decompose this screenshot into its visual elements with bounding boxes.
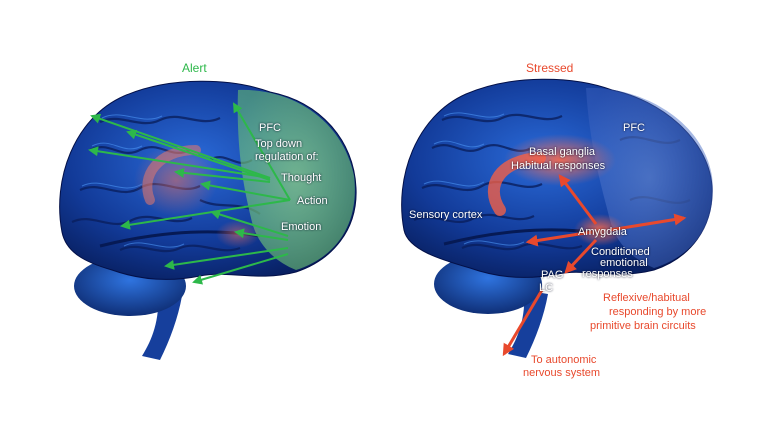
arrow-amygdala-right xyxy=(609,213,687,232)
conditioned-label-3: responses xyxy=(582,268,633,280)
arrow-thought-1 xyxy=(90,113,271,179)
conditioned-label-2: emotional xyxy=(600,257,648,269)
stressed-arrows xyxy=(502,174,687,357)
stressed-title: Stressed xyxy=(526,61,574,75)
autonomic-label-1: To autonomic xyxy=(531,354,597,366)
autonomic-label-2: nervous system xyxy=(523,367,601,379)
arrow-thought-2 xyxy=(88,146,271,179)
brainstem xyxy=(508,290,548,358)
alert-pfc-label: PFC xyxy=(259,122,281,134)
pag-label: PAG xyxy=(541,269,564,281)
lc-label: LC xyxy=(539,282,554,294)
arrow-action-2 xyxy=(120,199,291,230)
stressed-pfc-label: PFC xyxy=(623,122,645,134)
arrow-thought-4 xyxy=(174,167,271,183)
reflexive-label-1: Reflexive/habitual xyxy=(603,292,690,304)
arrow-lc-autonomic xyxy=(502,289,544,357)
basal-ganglia-label: Basal ganglia xyxy=(529,146,596,158)
top-down-label-2: regulation of: xyxy=(255,151,319,163)
arrow-emotion-1 xyxy=(234,228,289,241)
pfc-region-alert xyxy=(237,89,355,270)
arrow-action-3 xyxy=(232,102,291,201)
action-label: Action xyxy=(297,195,328,207)
arrow-emotion-3 xyxy=(192,253,289,285)
alert-title: Alert xyxy=(182,61,207,75)
thought-label: Thought xyxy=(281,172,322,184)
conditioned-label-1: Conditioned xyxy=(591,246,650,258)
arrow-emotion-2 xyxy=(164,247,289,270)
reflexive-label-2: responding by more xyxy=(609,306,707,318)
arrow-action-1 xyxy=(200,180,291,201)
emotion-label: Emotion xyxy=(281,221,322,233)
arrow-emotion-4 xyxy=(210,209,289,237)
brainstem xyxy=(142,292,182,360)
sensory-cortex-label: Sensory cortex xyxy=(409,209,483,221)
top-down-label-1: Top down xyxy=(255,138,303,150)
arrow-thought-3 xyxy=(126,129,271,181)
reflexive-label-3: primitive brain circuits xyxy=(590,320,696,332)
habitual-label: Habitual responses xyxy=(511,160,606,172)
amygdala-label: Amygdala xyxy=(578,226,627,238)
arrow-amygdala-left xyxy=(525,230,593,247)
arrow-amygdala-pag xyxy=(564,238,598,274)
arrow-amygdala-basal xyxy=(558,174,598,225)
alert-arrows xyxy=(88,102,291,285)
stressed-brain xyxy=(401,78,713,358)
